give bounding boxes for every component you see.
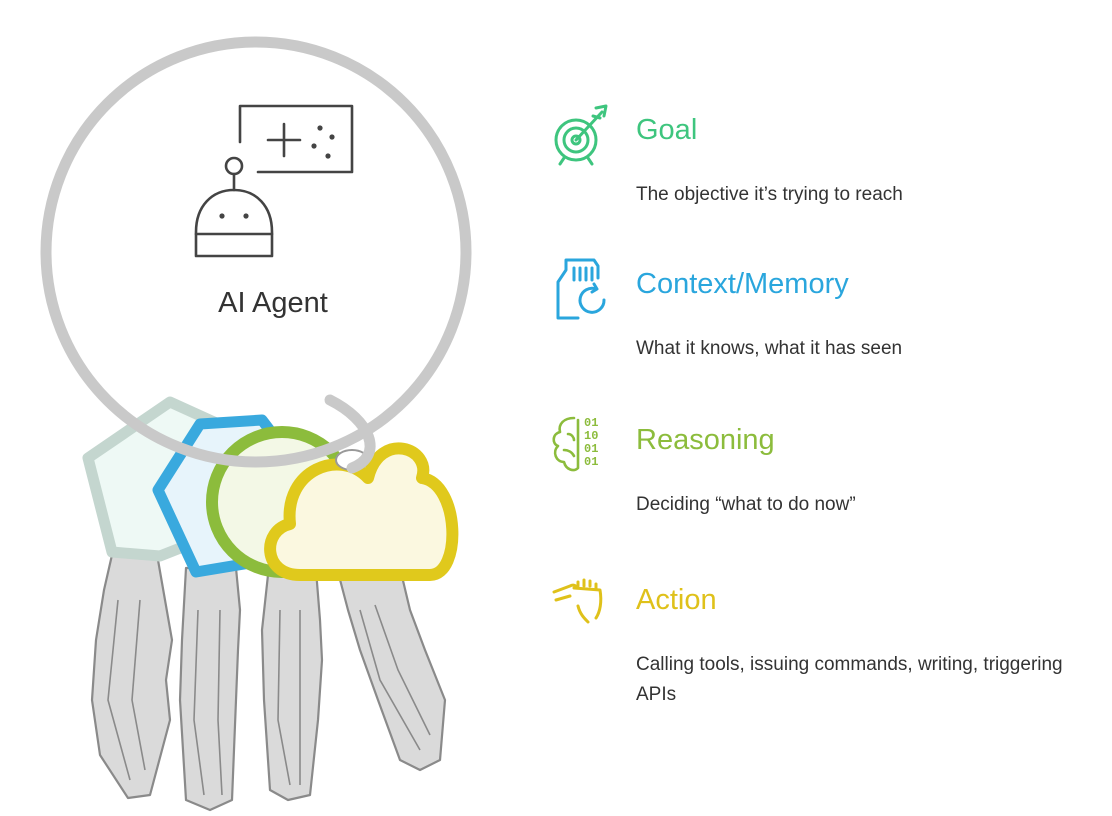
key-blade-grooves: [107, 599, 431, 796]
key-blade-3: [260, 568, 324, 802]
plus-sign: [266, 122, 302, 158]
ring-tail: [324, 394, 376, 474]
ai-agent-icon: [194, 104, 354, 258]
dots-icon: [311, 125, 335, 159]
key-head-cloud: [264, 442, 459, 581]
target-arrow-icon: [554, 104, 608, 166]
screen-frame: [238, 104, 354, 174]
key-blades: [90, 553, 447, 812]
feature-description: The objective it’s trying to reach: [636, 184, 903, 205]
robot-eyes: [219, 213, 249, 219]
agent-label: AI Agent: [218, 287, 328, 319]
svg-text:10: 10: [584, 429, 598, 443]
feature-title: Context/Memory: [636, 268, 849, 300]
key-blade-4: [336, 566, 447, 772]
feature-description: Calling tools, issuing commands, writing…: [636, 654, 1063, 705]
feature-title: Action: [636, 584, 717, 616]
key-blade-1: [90, 553, 174, 800]
svg-text:01: 01: [584, 416, 598, 430]
key-blade-2: [178, 566, 242, 812]
svg-text:01: 01: [584, 442, 598, 456]
feature-title: Reasoning: [636, 424, 775, 456]
memory-card-icon: [556, 258, 606, 320]
svg-text:01: 01: [584, 455, 598, 469]
key-ring: [40, 36, 472, 468]
robot-head: [194, 188, 274, 258]
pointing-hand-icon: [552, 578, 603, 624]
feature-description: Deciding “what to do now”: [636, 494, 856, 515]
feature-title: Goal: [636, 114, 698, 146]
antenna-ball: [224, 156, 244, 176]
feature-description: What it knows, what it has seen: [636, 338, 903, 359]
keyring-illustration: AI Agent: [40, 36, 472, 812]
